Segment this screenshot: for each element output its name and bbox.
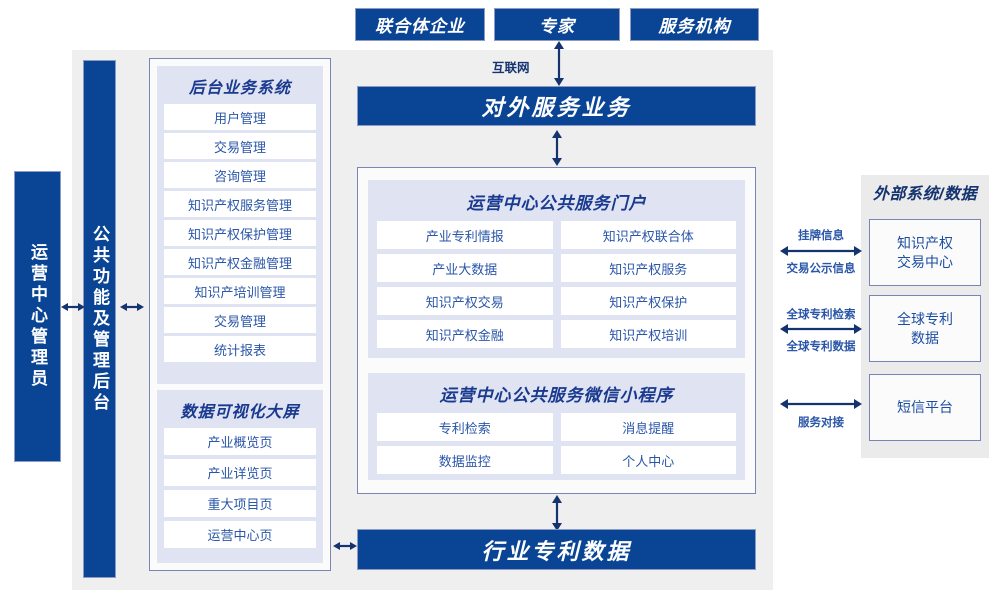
external-system-label: 短信平台 — [897, 398, 953, 417]
dataviz-item[interactable]: 产业概览页 — [164, 428, 316, 455]
actor-box-union-enterprise[interactable]: 联合体企业 — [355, 8, 485, 41]
external-system-label-line1: 知识产权 — [897, 234, 953, 251]
actor-box-expert[interactable]: 专家 — [494, 8, 620, 41]
rail-common-functions-admin[interactable]: 公共功能及管理后台 — [83, 60, 116, 578]
portal-item[interactable]: 产业专利情报 — [377, 221, 553, 249]
backend-business-system-panel: 后台业务系统 用户管理 交易管理 咨询管理 知识产权服务管理 知识产权保护管理 … — [157, 66, 323, 384]
data-visualization-panel: 数据可视化大屏 产业概览页 产业详览页 重大项目页 运营中心页 — [157, 390, 323, 563]
external-system-label: 知识产权 交易中心 — [897, 234, 953, 272]
external-service-business-bar[interactable]: 对外服务业务 — [357, 86, 756, 126]
miniprogram-item[interactable]: 数据监控 — [377, 446, 553, 474]
arrow-external-ip-trading — [780, 246, 862, 256]
wechat-miniprogram-title: 运营中心公共服务微信小程序 — [439, 386, 674, 405]
actor-box-service-agency[interactable]: 服务机构 — [630, 8, 759, 41]
rail-label: 公共功能及管理后台 — [90, 224, 109, 414]
backend-item[interactable]: 知识产培训管理 — [164, 278, 316, 304]
backend-item[interactable]: 用户管理 — [164, 104, 316, 130]
miniprogram-item[interactable]: 个人中心 — [560, 446, 736, 474]
miniprogram-item[interactable]: 专利检索 — [377, 413, 553, 441]
wechat-miniprogram-panel: 运营中心公共服务微信小程序 专利检索 消息提醒 数据监控 个人中心 — [368, 373, 745, 480]
portal-item[interactable]: 知识产权联合体 — [560, 221, 736, 249]
external-service-business-label: 对外服务业务 — [481, 95, 632, 120]
rail-operations-center-admin[interactable]: 运营中心管理员 — [14, 171, 61, 462]
external-link-label-trade-announcement: 交易公示信息 — [786, 263, 856, 275]
actor-label: 联合体企业 — [375, 17, 465, 36]
portal-item[interactable]: 知识产权服务 — [560, 254, 736, 282]
internet-label: 互联网 — [492, 61, 530, 75]
external-link-label-global-patent-data: 全球专利数据 — [786, 341, 856, 353]
dataviz-item[interactable]: 运营中心页 — [164, 521, 316, 548]
data-visualization-title: 数据可视化大屏 — [180, 404, 300, 421]
backend-business-system-title: 后台业务系统 — [188, 80, 291, 97]
external-system-ip-trading-center[interactable]: 知识产权 交易中心 — [869, 219, 981, 286]
miniprogram-item[interactable]: 消息提醒 — [560, 413, 736, 441]
external-link-label-service-docking: 服务对接 — [798, 417, 844, 429]
arrow-service-to-portal — [552, 130, 562, 166]
arrow-portal-to-industry-data — [552, 495, 562, 531]
dataviz-item[interactable]: 产业详览页 — [164, 459, 316, 486]
public-service-portal-panel: 运营中心公共服务门户 产业专利情报 知识产权联合体 产业大数据 知识产权服务 知… — [368, 180, 745, 358]
industry-patent-data-label: 行业专利数据 — [481, 538, 632, 564]
portal-item[interactable]: 知识产权金融 — [377, 320, 553, 348]
backend-item-list: 用户管理 交易管理 咨询管理 知识产权服务管理 知识产权保护管理 知识产权金融管… — [157, 104, 323, 362]
industry-patent-data-bar[interactable]: 行业专利数据 — [357, 529, 756, 570]
external-system-global-patent-data[interactable]: 全球专利 数据 — [869, 295, 981, 362]
arrow-external-sms-platform — [780, 399, 862, 409]
arrow-external-global-patent — [780, 324, 862, 334]
portal-item-grid: 产业专利情报 知识产权联合体 产业大数据 知识产权服务 知识产权交易 知识产权保… — [368, 221, 745, 348]
external-system-label-line2: 数据 — [911, 329, 939, 346]
backend-item[interactable]: 交易管理 — [164, 133, 316, 159]
arrow-internet-vertical — [554, 41, 564, 86]
actor-label: 专家 — [539, 17, 575, 36]
backend-item[interactable]: 交易管理 — [164, 307, 316, 333]
public-service-portal-title: 运营中心公共服务门户 — [466, 194, 647, 213]
backend-item[interactable]: 知识产权服务管理 — [164, 191, 316, 217]
external-system-label-line1: 短信平台 — [897, 399, 953, 416]
external-systems-title: 外部系统/数据 — [873, 186, 977, 203]
portal-item[interactable]: 知识产权保护 — [560, 287, 736, 315]
arrow-dataviz-to-industry-data — [333, 542, 357, 550]
dataviz-item[interactable]: 重大项目页 — [164, 490, 316, 517]
dataviz-item-list: 产业概览页 产业详览页 重大项目页 运营中心页 — [157, 428, 323, 548]
backend-item[interactable]: 统计报表 — [164, 336, 316, 362]
actor-label: 服务机构 — [658, 17, 731, 36]
external-system-label: 全球专利 数据 — [897, 310, 953, 348]
external-system-label-line1: 全球专利 — [897, 310, 953, 327]
arrow-common-to-backend — [120, 303, 144, 311]
external-system-sms-platform[interactable]: 短信平台 — [869, 374, 981, 441]
backend-item[interactable]: 知识产权金融管理 — [164, 249, 316, 275]
external-link-label-listing-info: 挂牌信息 — [798, 230, 844, 242]
backend-item[interactable]: 知识产权保护管理 — [164, 220, 316, 246]
backend-item[interactable]: 咨询管理 — [164, 162, 316, 188]
rail-label: 运营中心管理员 — [28, 243, 47, 390]
portal-item[interactable]: 产业大数据 — [377, 254, 553, 282]
portal-item[interactable]: 知识产权交易 — [377, 287, 553, 315]
arrow-admin-to-common — [61, 303, 85, 311]
portal-item[interactable]: 知识产权培训 — [560, 320, 736, 348]
external-system-label-line2: 交易中心 — [897, 253, 953, 270]
external-link-label-global-patent-search: 全球专利检索 — [786, 309, 856, 321]
miniprogram-item-grid: 专利检索 消息提醒 数据监控 个人中心 — [368, 413, 745, 474]
